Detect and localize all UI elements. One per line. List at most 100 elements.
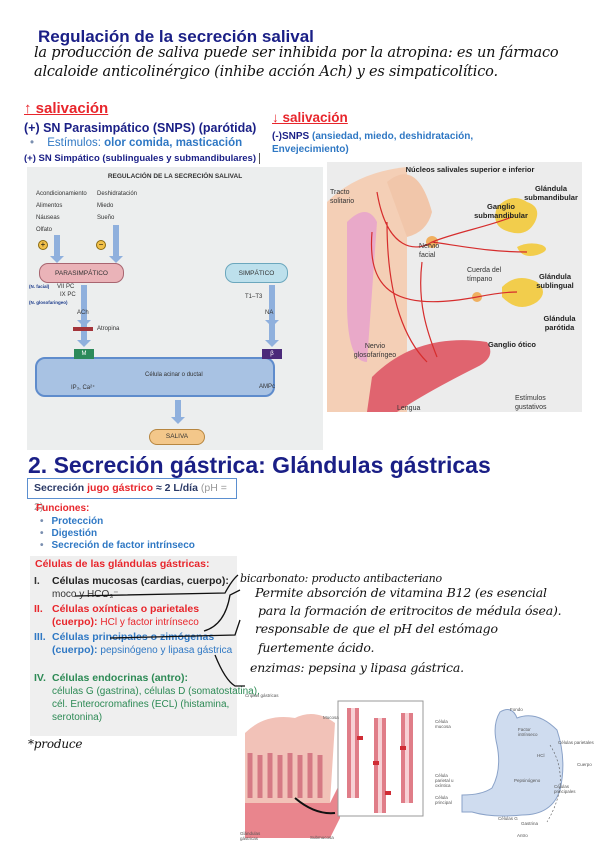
ach-label: ACh — [77, 310, 89, 316]
inhibitor: Deshidratación — [97, 191, 138, 197]
parasympathetic-line: (+) SN Parasimpático (SNPS) (parótida) — [24, 121, 257, 135]
note-bicarbonato: bicarbonato: producto antibacteriano — [240, 572, 442, 585]
decrease-causes: (-)SNPS (ansiedad, miedo, deshidratación… — [272, 130, 473, 156]
label-parietales: Células parietales — [558, 740, 594, 745]
cell-detail: células G (gastrina), células D (somatos… — [52, 686, 260, 723]
arrow-down-icon — [265, 321, 279, 347]
label-gastrina: Gastrina — [521, 821, 539, 826]
label-gland-submandibular: Glándula submandibular — [524, 184, 578, 202]
atropine-block-icon — [73, 327, 93, 331]
diagram-title: REGULACIÓN DE LA SECRECIÓN SALIVAL — [107, 173, 243, 180]
jugo-ph: (pH = 2) — [34, 482, 227, 513]
na-label: NA — [265, 310, 274, 316]
note-enzimas: enzimas: pepsina y lipasa gástrica. — [250, 660, 464, 675]
jugo-value: ≈ 2 L/día — [155, 482, 198, 494]
cell-detail: HCl y factor intrínseco — [100, 617, 199, 628]
gastric-glands-diagram: Criptas gástricas Mucosa Célula mucosa C… — [235, 693, 463, 848]
cell-name: Células mucosas (cardias, cuerpo): — [52, 575, 229, 587]
inhibitor: Miedo — [97, 203, 114, 209]
jugo-highlight: jugo gástrico — [87, 482, 154, 494]
handwritten-note-line-1: la producción de saliva puede ser inhibi… — [34, 45, 559, 61]
label-lengua: Lengua — [397, 405, 421, 412]
acinar-cell-box — [35, 357, 275, 397]
label-ganglio-otico: Ganglio ótico — [488, 340, 536, 349]
label-nervio-facial: Nervio facial — [419, 243, 440, 259]
label-pepsinogeno: Pepsinógeno — [514, 778, 541, 783]
note-ph-line2: fuertemente ácido. — [258, 640, 375, 655]
stimulator: Olfato — [36, 227, 53, 233]
cell-item-mucosas: I. Células mucosas (cardias, cuerpo):moc… — [34, 575, 229, 600]
negative-snps: (-)SNPS — [272, 131, 310, 142]
label-ganglio-submandibular: Ganglio submandibular — [474, 202, 528, 220]
stomach-illustration — [461, 709, 564, 823]
note-b12-line1: Permite absorción de vitamina B12 (es es… — [255, 585, 547, 600]
label-celula-parietal: Célula parietal u oxíntica — [435, 773, 454, 788]
parasympathetic-box: PARASIMPÁTICO — [39, 263, 124, 283]
function-item: Digestión — [40, 528, 195, 540]
label-fondo: Fondo — [510, 707, 523, 712]
label-submucosa: Submucosa — [310, 835, 334, 840]
functions-heading: Funciones: — [36, 503, 90, 514]
plus-icon: + — [38, 240, 48, 250]
label-tracto: Tracto solitario — [330, 189, 355, 205]
receptor-m: M — [74, 349, 94, 359]
label-cuerpo: Cuerpo — [577, 762, 592, 767]
cell-num: IV. — [34, 672, 46, 684]
label-nucleos: Núcleos salivales superior e inferior — [405, 165, 535, 174]
cell-num: III. — [34, 631, 46, 643]
arrow-down-icon — [50, 235, 64, 263]
functions-list: Protección Digestión Secreción de factor… — [40, 516, 195, 552]
label-glandulas: Glándulas gástricas — [240, 831, 261, 841]
stimuli-line: • Estímulos: olor comida, masticación — [30, 137, 242, 149]
label-nervio-glosofaringeo: Nervio glosofaríngeo — [353, 343, 397, 359]
label-principales: Células principales — [554, 784, 576, 794]
function-item: Protección — [40, 516, 195, 528]
label-criptas: Criptas gástricas — [245, 693, 279, 698]
inhibitor: Sueño — [97, 215, 115, 221]
ix-pc-label: IX PC — [60, 292, 76, 298]
arrow-down-icon — [109, 225, 123, 263]
sympathetic-box: SIMPÁTICO — [225, 263, 288, 283]
inhibitors-list: Deshidratación Miedo Sueño — [97, 188, 137, 224]
handwritten-note-line-2: alcaloide anticolinérgico (inhibe acción… — [34, 64, 498, 80]
cell-item-principales: III. Células principales o zimógenas (cu… — [34, 631, 232, 656]
vii-pc-label: VII PC — [57, 284, 75, 290]
jugo-prefix: Secreción — [34, 482, 85, 494]
arrow-down-icon — [171, 400, 185, 424]
nerve-illustration — [327, 167, 546, 412]
stimulator: Náuseas — [36, 215, 60, 221]
label-factor: Factor intrínseco — [518, 727, 538, 737]
cell-name: Células oxínticas o parietales (cuerpo): — [52, 603, 200, 628]
cell-num: II. — [34, 603, 43, 615]
ampc-label: AMPc — [259, 384, 276, 390]
label-estimulos: Estímulos gustativos — [515, 395, 547, 411]
minus-icon: − — [96, 240, 106, 250]
causes-line-1: (ansiedad, miedo, deshidratación, — [312, 131, 474, 142]
salivary-nerves-diagram: Núcleos salivales superior e inferior Tr… — [327, 162, 582, 412]
t1-t3-label: T1–T3 — [245, 294, 263, 300]
regulation-diagram: REGULACIÓN DE LA SECRECIÓN SALIVAL Acond… — [27, 167, 323, 450]
arrow-down-icon — [77, 321, 91, 347]
glands-illustration — [245, 700, 424, 838]
n-glosofaringeo-label: (N. glosofaringeo) — [29, 300, 68, 305]
decrease-salivation-heading: ↓ salivación — [272, 110, 348, 125]
cell-num: I. — [34, 575, 40, 587]
causes-line-2: Envejecimiento) — [272, 144, 349, 155]
cell-item-endocrinas: IV. Células endocrinas (antro):células G… — [34, 672, 260, 723]
label-gland-parotida: Glándula parótida — [543, 314, 576, 332]
ip3-label: IP₃, Ca²⁺ — [71, 385, 96, 391]
increase-salivation-heading: ↑ salivación — [24, 100, 109, 117]
label-celulas-g: Células G — [498, 816, 518, 821]
section-title-gastric: 2. Secreción gástrica: Glándulas gástric… — [28, 452, 491, 478]
stimuli-label: Estímulos: — [47, 137, 101, 149]
cell-label: Célula acinar o ductal — [145, 372, 203, 378]
label-cuerda: Cuerda del tímpano — [467, 267, 502, 283]
sympathetic-line: (+) SN Simpático (sublinguales y submand… — [24, 153, 261, 164]
stimulators-list: Acondicionamiento Alimentos Náuseas Olfa… — [36, 188, 87, 236]
function-item: Secreción de factor intrínseco — [40, 540, 195, 552]
atropina-label: Atropina — [97, 326, 120, 332]
cell-detail: pepsinógeno y lipasa gástrica — [100, 645, 233, 656]
section-title-salivary: Regulación de la secreción salival — [38, 27, 314, 46]
cells-heading: Células de las glándulas gástricas: — [35, 558, 210, 570]
stimuli-value: olor comida, masticación — [104, 137, 243, 149]
